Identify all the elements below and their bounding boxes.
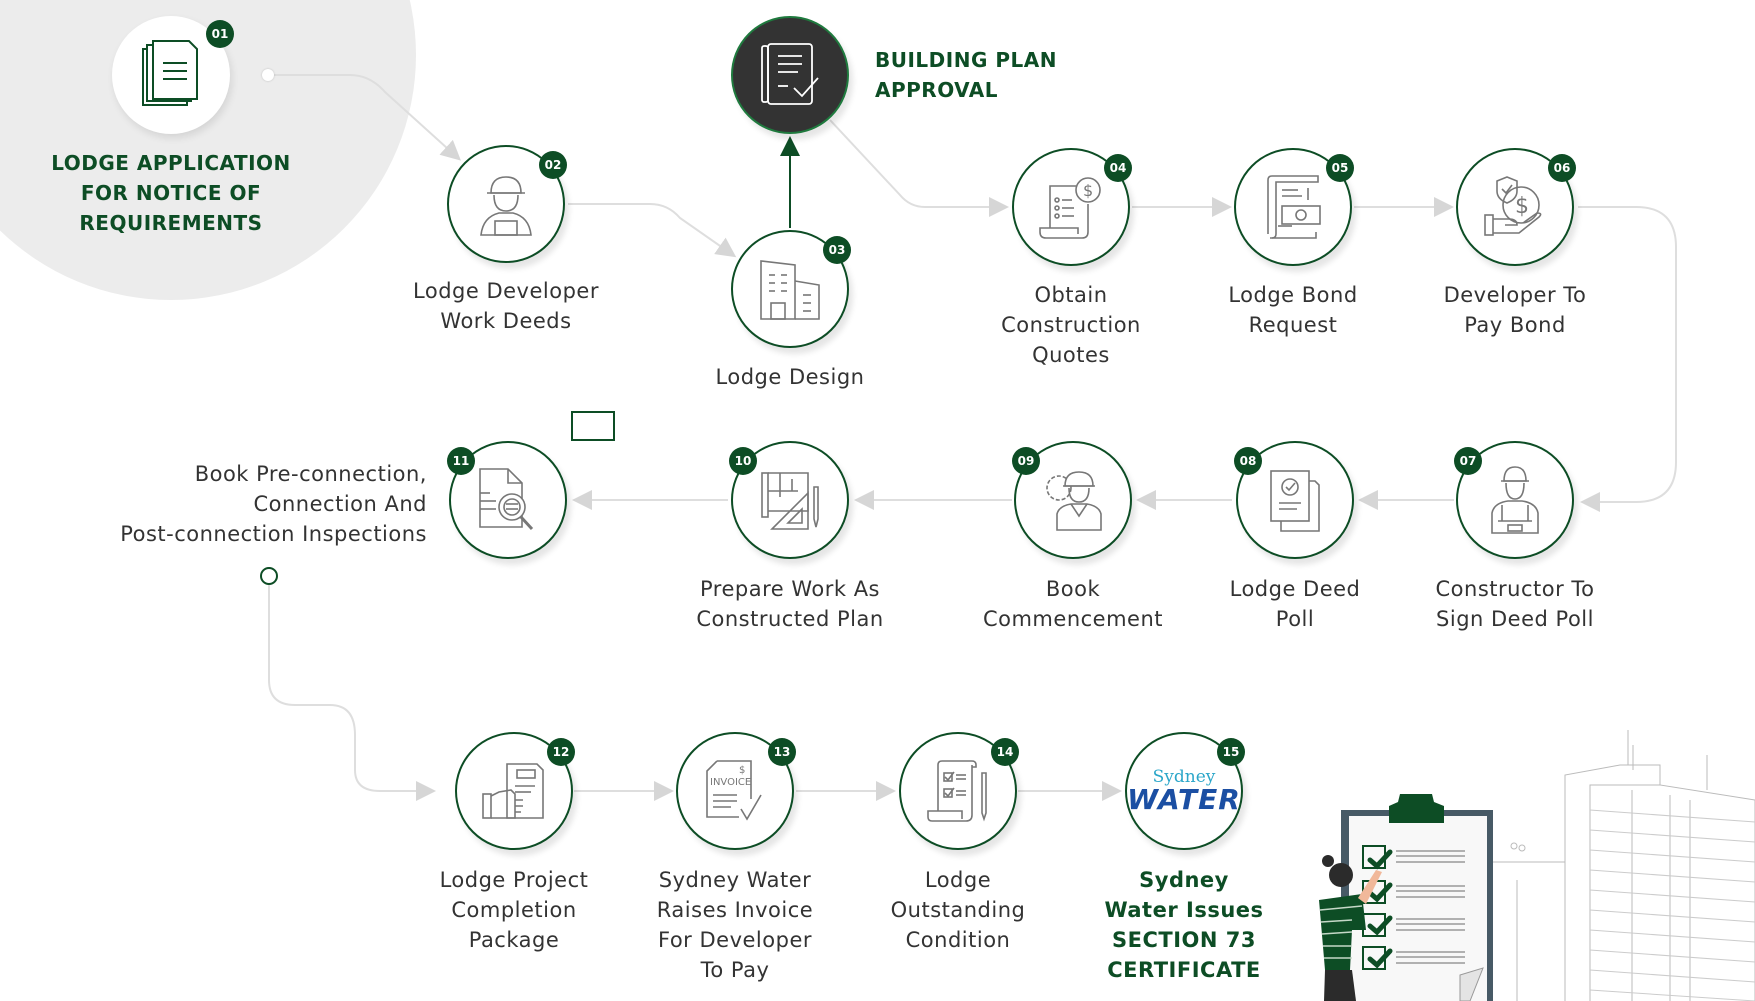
buildings-icon [760, 260, 820, 320]
hand-money-icon: $ [1484, 176, 1542, 236]
step-number-badge: 06 [1548, 154, 1576, 182]
step-12-node[interactable]: 12 [455, 732, 575, 850]
step-03-node[interactable]: 03 [731, 230, 851, 348]
selection-rectangle [571, 411, 615, 441]
step-number-badge: 08 [1234, 447, 1262, 475]
bond-document-icon [1267, 175, 1321, 239]
step-number-badge: 04 [1104, 154, 1132, 182]
step-number-badge: 05 [1326, 154, 1354, 182]
step-number-badge: 10 [729, 447, 757, 475]
step-number-badge: 12 [547, 738, 575, 766]
step-number-badge: 11 [447, 447, 475, 475]
step-04-node[interactable]: $ 04 [1012, 148, 1132, 266]
step-number-badge: 13 [768, 738, 796, 766]
svg-text:$: $ [739, 765, 745, 776]
step-number-badge: 03 [823, 236, 851, 264]
step-01-node[interactable]: 01 [112, 16, 234, 134]
deed-poll-icon [1270, 470, 1320, 532]
step-15-node[interactable]: Sydney WATER 15 [1125, 732, 1245, 850]
hand-document-icon [482, 763, 544, 819]
checklist-scroll-icon [927, 760, 987, 822]
step-number-badge: 01 [206, 20, 234, 48]
step-03-label: Lodge Design [715, 365, 865, 389]
document-search-icon [479, 468, 534, 531]
step-number-badge: 15 [1217, 738, 1245, 766]
step-13-node[interactable]: $ INVOICE 13 [676, 732, 796, 850]
svg-text:$: $ [1083, 181, 1093, 200]
step-number-badge: 14 [991, 738, 1019, 766]
svg-text:$: $ [1515, 194, 1529, 219]
blueprint-icon [761, 472, 819, 530]
step-05-node[interactable]: 05 [1234, 148, 1354, 266]
step-06-node[interactable]: $ 06 [1456, 148, 1576, 266]
step-01-title: LODGE APPLICATION FOR NOTICE OF REQUIREM… [51, 151, 291, 235]
worker-icon [480, 176, 532, 236]
constructor-icon [1491, 466, 1539, 534]
step-11-node[interactable]: 11 [447, 441, 567, 559]
step-09-node[interactable]: 09 [1012, 441, 1132, 559]
sydney-water-logo: Sydney WATER [1127, 766, 1241, 816]
quote-receipt-icon: $ [1039, 177, 1101, 239]
documents-icon [142, 40, 198, 106]
step-10-node[interactable]: 10 [729, 441, 849, 559]
start-dot [262, 69, 274, 81]
step-number-badge: 07 [1454, 447, 1482, 475]
step-07-node[interactable]: 07 [1454, 441, 1574, 559]
step-08-node[interactable]: 08 [1234, 441, 1354, 559]
step-02-node[interactable]: 02 [447, 145, 567, 263]
invoice-icon: $ INVOICE [706, 760, 762, 821]
engineer-gear-icon [1046, 471, 1102, 531]
step-number-badge: 09 [1012, 447, 1040, 475]
svg-text:INVOICE: INVOICE [710, 777, 751, 788]
approved-document-icon [761, 43, 819, 105]
building-plan-approval-node[interactable] [731, 16, 849, 134]
step-14-node[interactable]: 14 [899, 732, 1019, 850]
step-number-badge: 02 [539, 151, 567, 179]
path-ring-marker [260, 567, 278, 585]
